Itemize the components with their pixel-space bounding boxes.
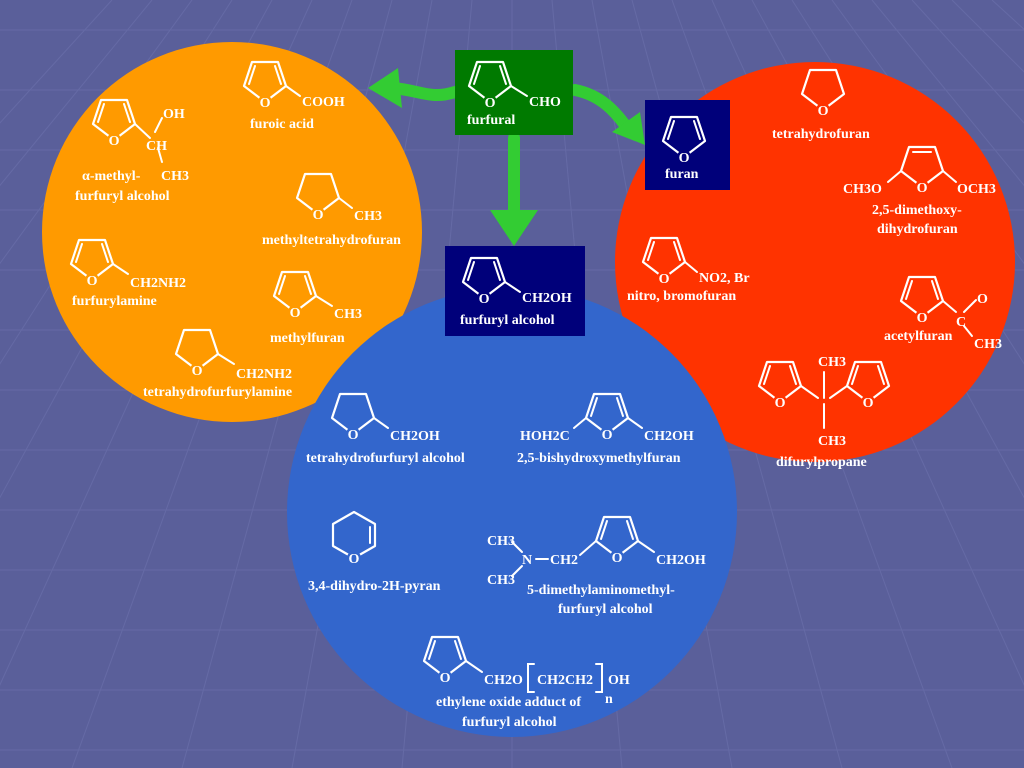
- furfuryl-alcohol-box[interactable]: CH2OH furfuryl alcohol: [445, 246, 585, 336]
- furfuryl-alcohol-group: CH2OH: [522, 291, 572, 306]
- svg-text:ethylene oxide adduct of: ethylene oxide adduct of: [436, 695, 581, 710]
- tetrahydrofurfuryl-alcohol: CH2OH tetrahydrofurfuryl alcohol: [306, 392, 465, 466]
- furan-box[interactable]: furan: [645, 100, 730, 190]
- svg-text:methylfuran: methylfuran: [270, 331, 345, 346]
- svg-text:CH2CH2: CH2CH2: [537, 673, 593, 688]
- svg-text:CH3: CH3: [161, 169, 189, 184]
- nitro-bromofuran: NO2, Br nitro, bromofuran: [627, 236, 750, 304]
- svg-text:furfuryl alcohol: furfuryl alcohol: [558, 602, 653, 617]
- bishydroxymethylfuran: HOH2C CH2OH 2,5-bishydroxymethylfuran: [517, 392, 694, 466]
- tetrahydrofurfurylamine: CH2NH2 tetrahydrofurfurylamine: [143, 328, 292, 400]
- svg-text:CH3: CH3: [487, 534, 515, 549]
- ethylene-oxide-adduct: CH2O CH2CH2 OH n ethylene oxide adduct o…: [422, 635, 630, 730]
- svg-text:CH2NH2: CH2NH2: [130, 276, 186, 291]
- svg-text:tetrahydrofurfuryl alcohol: tetrahydrofurfuryl alcohol: [306, 451, 465, 466]
- svg-text:OH: OH: [163, 107, 185, 122]
- furfural-box[interactable]: CHO furfural: [455, 50, 573, 135]
- svg-text:furfuryl alcohol: furfuryl alcohol: [462, 715, 557, 730]
- dimethylaminomethyl-furfuryl-alcohol: CH3 CH3 N CH2 CH2OH 5-dimethylaminomethy…: [487, 515, 706, 617]
- svg-text:CH2O: CH2O: [484, 673, 523, 688]
- svg-text:CH2OH: CH2OH: [390, 429, 440, 444]
- orange-circle: [42, 42, 422, 422]
- svg-text:5-dimethylaminomethyl-: 5-dimethylaminomethyl-: [527, 583, 675, 598]
- svg-text:methyltetrahydrofuran: methyltetrahydrofuran: [262, 233, 401, 248]
- svg-text:CH3: CH3: [354, 209, 382, 224]
- svg-text:n: n: [605, 692, 613, 707]
- svg-text:NO2, Br: NO2, Br: [699, 271, 750, 286]
- svg-text:nitro, bromofuran: nitro, bromofuran: [627, 289, 736, 304]
- svg-text:CH2NH2: CH2NH2: [236, 367, 292, 382]
- svg-text:furoic acid: furoic acid: [250, 117, 314, 132]
- alpha-methyl-furfuryl-alcohol: OH CH CH3 α-methyl- furfuryl alcohol: [75, 98, 189, 204]
- svg-text:furfurylamine: furfurylamine: [72, 294, 157, 309]
- svg-text:CH: CH: [146, 139, 167, 154]
- svg-text:tetrahydrofurfurylamine: tetrahydrofurfurylamine: [143, 385, 292, 400]
- acetylfuran: O C CH3 acetylfuran: [884, 275, 1002, 352]
- svg-text:3,4-dihydro-2H-pyran: 3,4-dihydro-2H-pyran: [308, 579, 441, 594]
- furoic-acid: COOH furoic acid: [242, 60, 345, 132]
- svg-text:OCH3: OCH3: [957, 182, 996, 197]
- tetrahydrofuran: tetrahydrofuran: [772, 68, 870, 142]
- svg-text:CH3: CH3: [818, 434, 846, 449]
- svg-text:furfuryl alcohol: furfuryl alcohol: [75, 189, 170, 204]
- svg-text:N: N: [522, 553, 532, 568]
- svg-text:OH: OH: [608, 673, 630, 688]
- furfuryl-alcohol-label: furfuryl alcohol: [460, 313, 555, 328]
- difurylpropane: CH3 CH3 difurylpropane: [757, 355, 891, 470]
- svg-text:2,5-bishydroxymethylfuran: 2,5-bishydroxymethylfuran: [517, 451, 681, 466]
- svg-text:HOH2C: HOH2C: [520, 429, 570, 444]
- furfural-group: CHO: [529, 95, 561, 110]
- svg-text:CH3O: CH3O: [843, 182, 882, 197]
- svg-text:CH3: CH3: [974, 337, 1002, 352]
- methyltetrahydrofuran: CH3 methyltetrahydrofuran: [262, 172, 401, 248]
- methylfuran: CH3 methylfuran: [270, 270, 362, 346]
- furan-label: furan: [665, 167, 699, 182]
- svg-text:CH2OH: CH2OH: [656, 553, 706, 568]
- furfural-label: furfural: [467, 113, 515, 128]
- svg-text:tetrahydrofuran: tetrahydrofuran: [772, 127, 870, 142]
- svg-text:2,5-dimethoxy-: 2,5-dimethoxy-: [872, 203, 962, 218]
- svg-text:α-methyl-: α-methyl-: [82, 169, 141, 184]
- arrowheads: [368, 68, 645, 246]
- svg-text:CH2: CH2: [550, 553, 578, 568]
- svg-text:CH3: CH3: [334, 307, 362, 322]
- svg-text:CH3: CH3: [818, 355, 846, 370]
- svg-text:C: C: [956, 315, 966, 330]
- svg-text:CH3: CH3: [487, 573, 515, 588]
- furfurylamine: CH2NH2 furfurylamine: [69, 238, 186, 309]
- svg-text:dihydrofuran: dihydrofuran: [877, 222, 958, 237]
- svg-text:O: O: [977, 292, 988, 307]
- svg-text:COOH: COOH: [302, 95, 345, 110]
- svg-text:difurylpropane: difurylpropane: [776, 455, 867, 470]
- svg-text:CH2OH: CH2OH: [644, 429, 694, 444]
- svg-text:O: O: [349, 552, 360, 567]
- svg-text:acetylfuran: acetylfuran: [884, 329, 953, 344]
- dihydropyran: O 3,4-dihydro-2H-pyran: [308, 510, 441, 594]
- dimethoxy-dihydrofuran: CH3O OCH3 2,5-dimethoxy- dihydrofuran: [843, 145, 996, 237]
- blue-circle: [287, 287, 737, 737]
